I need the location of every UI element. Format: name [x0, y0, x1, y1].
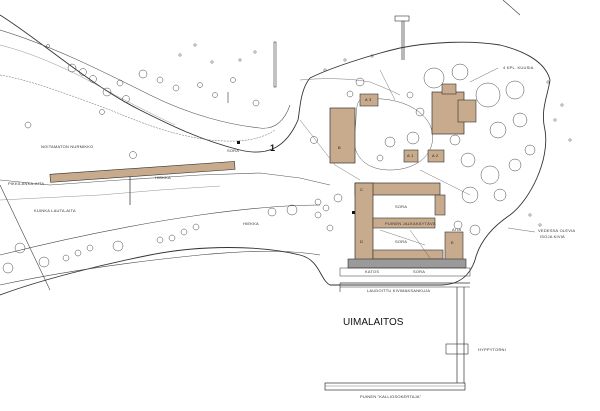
road-line [0, 172, 331, 186]
bath-mid-row [372, 217, 436, 229]
bath-katos [339, 267, 471, 277]
pier-end-dock [324, 382, 466, 391]
pier-dive-platform [445, 343, 469, 355]
post-top [394, 15, 410, 22]
tree-group [2, 43, 572, 274]
label-building-c: C [360, 187, 364, 192]
road-line-2 [0, 185, 221, 201]
beach-edge-upper [0, 204, 321, 256]
area-number: 1 [270, 143, 276, 153]
label-end-dock: PUINEN "KALLIOSOKERTAJA" [360, 394, 422, 399]
bath-lower-row [372, 249, 444, 260]
road-mark [502, 0, 521, 16]
label-sora-pier-mid: SORA [395, 239, 408, 244]
building-a3 [359, 93, 379, 107]
leader-vedessa [507, 227, 536, 233]
label-fence-north: PIKKILANKA-AITA [8, 181, 45, 186]
marker-square-2 [352, 211, 355, 214]
bath-diag-2 [409, 229, 431, 259]
label-building-b: B [338, 145, 341, 150]
label-sora-top: SORA [227, 148, 240, 153]
bath-e-block [444, 231, 464, 261]
map-title: UIMALAITOS [343, 317, 404, 328]
garden-path-loop [353, 98, 433, 171]
garden-path [299, 69, 471, 196]
leader-kuusia [469, 67, 499, 83]
bath-diag-1 [379, 229, 426, 246]
bath-right-block [434, 194, 446, 216]
bath-left-column [354, 182, 374, 262]
bath-walkway [347, 258, 467, 269]
upper-path [299, 78, 401, 96]
road-edge [0, 74, 276, 142]
building-a1 [403, 149, 419, 163]
label-fence-south: KUINKA LAUTA-AITA [34, 208, 76, 213]
label-sora-pier-upper: SORA [395, 204, 408, 209]
label-hiekka-shore: HIEKKA [155, 175, 171, 180]
lawn-edge [0, 29, 291, 129]
label-nurmikko: NOITAMATON NURMIKKO [41, 144, 94, 149]
label-building-d: D [360, 239, 364, 244]
label-hiekka: HIEKKA [243, 221, 259, 226]
label-aita: AITA [452, 227, 462, 232]
building-fence-long [49, 161, 236, 183]
post-north [273, 41, 277, 88]
beach-edge-lower [0, 250, 321, 286]
building-a-wing [441, 83, 457, 95]
lawn-inner [0, 44, 176, 126]
building-b [329, 107, 356, 164]
label-katos: KATOS [365, 269, 380, 274]
building-a-annex [457, 99, 477, 123]
label-building-a3: A 3 [365, 97, 372, 102]
label-pier-fence: PUINEN JALKAKÄYTÄVÄ [385, 221, 436, 226]
fence-diagonal [0, 184, 51, 291]
building-a2 [427, 149, 445, 163]
label-building-e: E [451, 240, 454, 245]
label-lauta-walk: LAUDOITTU KIVIMAKSANKUJA [367, 288, 431, 293]
shoreline-north [0, 14, 551, 296]
label-sora-pier-low: SORA [413, 269, 426, 274]
label-isoja-kivia: ISOJA KIVIÄ [540, 234, 565, 239]
marker-square [237, 141, 240, 144]
label-building-a2: A 2 [432, 153, 439, 158]
label-hyppytorni: HYPPYTORNI [478, 347, 506, 352]
label-vedessa: VEDESSÄ OLEVIA [538, 228, 576, 233]
label-kuusia: 4 KPL. KUUSIA [503, 65, 534, 70]
label-building-a1: A 1 [407, 153, 414, 158]
